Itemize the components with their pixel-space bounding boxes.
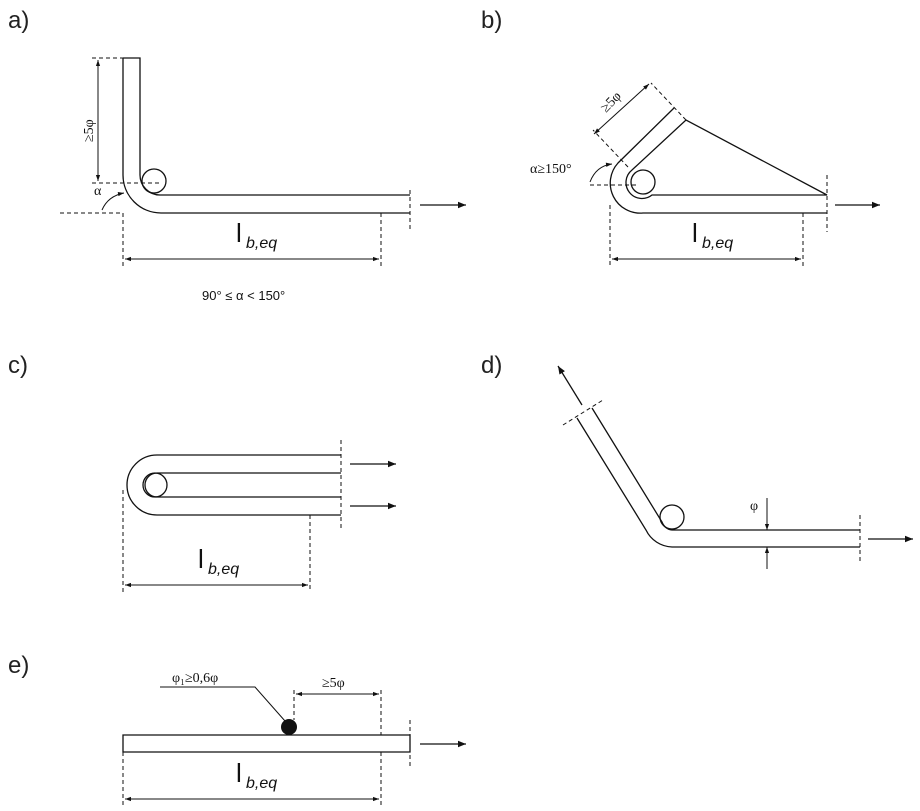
lbeq-e-sub: b,eq [246, 775, 277, 792]
dim-5phi-a-label: ≥5φ [82, 119, 97, 142]
panel-e-label: e) [8, 652, 29, 679]
mandrel-a [141, 168, 167, 194]
lbeq-a-sub: b,eq [246, 235, 277, 252]
ext-line-b-top [650, 82, 687, 121]
panel-d: d) φ [481, 352, 913, 569]
welded-transverse-bar [281, 719, 297, 735]
panel-a: a) ≥5φ α l b,eq 90° ≤ α < 150° [8, 7, 466, 303]
leader-weld-e [160, 686, 286, 722]
dim-phi-d-label: φ [750, 499, 758, 514]
angle-label-a: α [94, 184, 102, 199]
cut-line-d-top [562, 399, 604, 426]
panel-b: b) ≥5φ α≥150° l b,eq [481, 7, 880, 266]
bar-d [576, 407, 860, 548]
panel-c-label: c) [8, 352, 28, 379]
angle-label-b: α≥150° [530, 162, 572, 177]
bar-c [126, 454, 341, 516]
weld-label-e: φ₁≥0,6φ [172, 671, 218, 686]
lbeq-b-main: l [692, 218, 698, 248]
bar-a [122, 57, 410, 214]
lbeq-b-sub: b,eq [702, 235, 733, 252]
bar-b [609, 107, 828, 214]
ext-line-b-bottom [592, 129, 629, 168]
mandrel-c [142, 472, 168, 498]
dim-5phi-b-label: ≥5φ [598, 89, 625, 116]
lbeq-c-sub: b,eq [208, 561, 239, 578]
force-arrow-d-top [557, 365, 583, 406]
lbeq-c-main: l [198, 544, 204, 574]
mandrel-d [659, 504, 685, 530]
dim-5phi-b [593, 83, 650, 135]
bar-e [122, 734, 411, 753]
lbeq-e-main: l [236, 758, 242, 788]
panel-e: e) φ₁≥0,6φ ≥5φ l b,eq [8, 652, 466, 806]
panel-d-label: d) [481, 352, 502, 379]
panel-b-label: b) [481, 7, 502, 34]
mandrel-b [630, 169, 656, 195]
angle-arc-a [101, 192, 125, 211]
angle-arc-b [589, 162, 613, 183]
panel-c: c) l b,eq [8, 352, 396, 592]
lbeq-a-main: l [236, 218, 242, 248]
angle-range-note: 90° ≤ α < 150° [202, 288, 285, 303]
dim-5phi-e-label: ≥5φ [322, 676, 345, 691]
panel-a-label: a) [8, 7, 29, 34]
